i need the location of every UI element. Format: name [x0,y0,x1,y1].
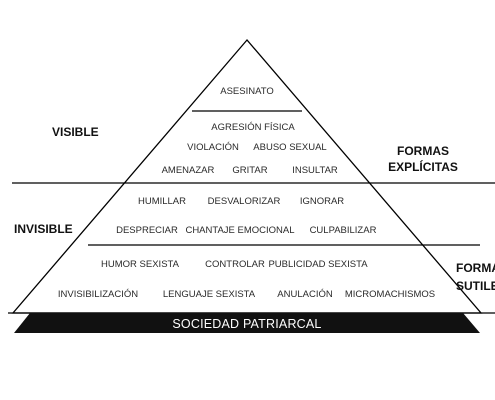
label-despreciar: DESPRECIAR [116,225,178,236]
side-label-explicit-line1: FORMAS [397,144,449,158]
side-label-explicit-line2: EXPLÍCITAS [388,159,458,174]
base-label: SOCIEDAD PATRIARCAL [172,317,321,331]
label-amenazar: AMENAZAR [162,165,215,176]
base-band [14,313,480,333]
label-publicidad-sexista: PUBLICIDAD SEXISTA [268,259,368,270]
label-insultar: INSULTAR [292,165,338,176]
label-controlar: CONTROLAR [205,259,265,270]
side-label-visible: VISIBLE [52,125,99,139]
label-abuso-sexual: ABUSO SEXUAL [253,142,326,153]
side-label-subtle-line1: FORMA [456,261,495,275]
label-chantaje-emocional: CHANTAJE EMOCIONAL [185,225,294,236]
label-lenguaje-sexista: LENGUAJE SEXISTA [163,289,256,300]
label-humor-sexista: HUMOR SEXISTA [101,259,180,270]
label-gritar: GRITAR [232,165,267,176]
label-humillar: HUMILLAR [138,196,186,207]
label-asesinato: ASESINATO [220,86,274,97]
label-agresion-fisica: AGRESIÓN FÍSICA [211,122,295,133]
label-violacion: VIOLACIÓN [187,142,239,153]
label-micromachismos: MICROMACHISMOS [345,289,435,300]
label-anulacion: ANULACIÓN [277,289,333,300]
label-culpabilizar: CULPABILIZAR [310,225,377,236]
side-label-subtle-line2: SUTILE [456,279,495,293]
pyramid-outline [11,39,483,314]
label-desvalorizar: DESVALORIZAR [208,196,281,207]
side-label-invisible: INVISIBLE [14,222,73,236]
label-ignorar: IGNORAR [300,196,344,207]
label-invisibilizacion: INVISIBILIZACIÓN [58,289,138,300]
